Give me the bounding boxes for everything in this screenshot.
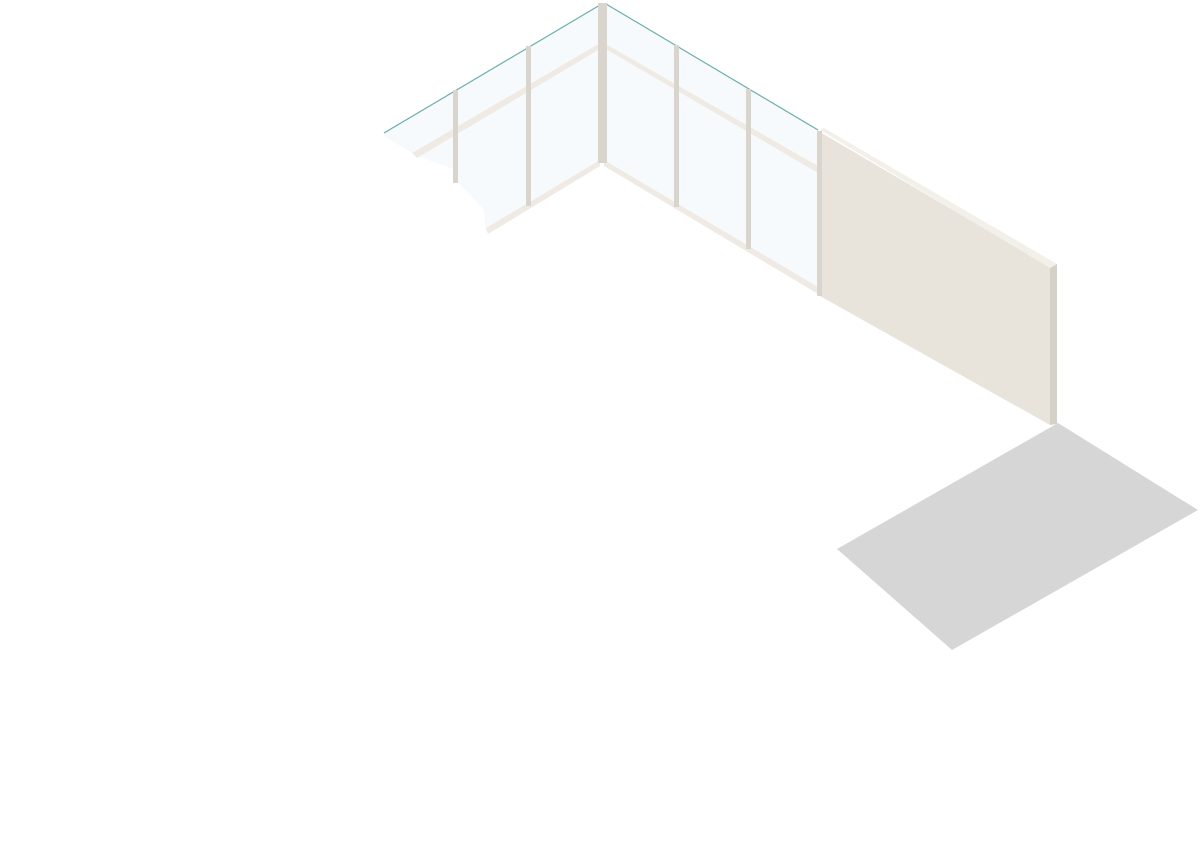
wallside-shape	[1050, 264, 1057, 425]
glass-wall-right	[604, 3, 822, 296]
frame-shape	[486, 160, 600, 234]
walltop-shape	[820, 128, 1057, 268]
frame-shape	[604, 160, 818, 294]
shade-shape	[526, 46, 531, 206]
edge-shape	[383, 4, 601, 134]
edge-shape	[605, 3, 819, 131]
glass-shape	[384, 5, 600, 232]
shade-shape	[598, 3, 607, 163]
frame-shape	[412, 43, 600, 158]
shade-shape	[817, 131, 822, 296]
shade-shape	[453, 90, 458, 183]
glass-wall-left	[383, 4, 601, 234]
frame-shape	[604, 43, 818, 173]
wallface-shape	[820, 132, 1050, 425]
floor-patch	[837, 423, 1198, 650]
corner-post	[598, 3, 607, 163]
floor-shape	[837, 423, 1198, 650]
solid-wall	[820, 128, 1057, 425]
shade-shape	[674, 45, 679, 207]
shade-shape	[746, 89, 751, 249]
